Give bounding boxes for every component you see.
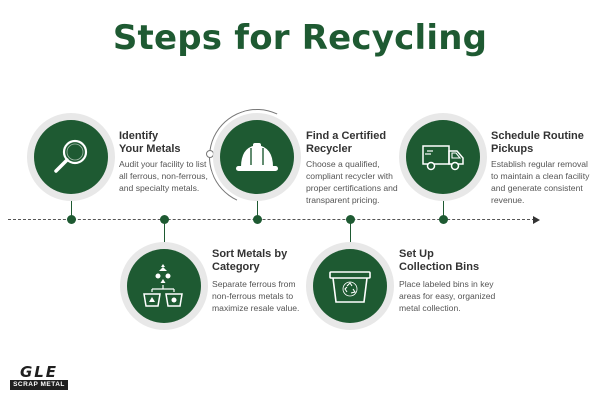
- step-4-circle: [306, 242, 394, 330]
- hard-hat-icon: [236, 143, 278, 171]
- logo-text: GLE: [19, 363, 59, 381]
- step-5-circle: [399, 113, 487, 201]
- step-3-description: Choose a qualified, compliant recycler w…: [306, 159, 398, 205]
- page-title: Steps for Recycling: [112, 18, 488, 58]
- step-2-title: Sort Metals by Category: [212, 248, 288, 273]
- step-2-circle: [120, 242, 208, 330]
- step-5-description: Establish regular removal to maintain a …: [491, 159, 590, 205]
- recycling-bin-icon: [329, 271, 371, 303]
- step-1-title: Identify Your Metals: [119, 130, 181, 155]
- step-5-title: Schedule Routine Pickups: [491, 130, 584, 155]
- step-3-circle: [213, 113, 301, 201]
- connector-1: [71, 196, 72, 216]
- connector-3: [257, 196, 258, 216]
- step-1-circle: [27, 113, 115, 201]
- sorting-icon: [143, 264, 183, 307]
- timeline-arrowhead: [533, 215, 540, 224]
- truck-icon: [422, 145, 464, 171]
- timeline-dot-1: [67, 215, 76, 224]
- connector-4: [350, 223, 351, 243]
- timeline-dot-4: [346, 215, 355, 224]
- timeline-dot-2: [160, 215, 169, 224]
- timeline-line: [8, 219, 535, 220]
- connector-2: [164, 223, 165, 243]
- step-1-description: Audit your facility to list all ferrous,…: [119, 159, 208, 193]
- step-4-title: Set Up Collection Bins: [399, 248, 480, 273]
- step-3-title: Find a Certified Recycler: [306, 130, 387, 155]
- logo-subtext: SCRAP METAL: [10, 380, 68, 390]
- timeline-dot-3: [253, 215, 262, 224]
- timeline-dot-5: [439, 215, 448, 224]
- company-logo: GLE SCRAP METAL: [10, 364, 68, 390]
- connector-5: [443, 196, 444, 216]
- step-4-description: Place labeled bins in key areas for easy…: [399, 279, 496, 313]
- step-2-description: Separate ferrous from non-ferrous metals…: [212, 279, 300, 313]
- magnifying-glass-icon: [54, 139, 88, 173]
